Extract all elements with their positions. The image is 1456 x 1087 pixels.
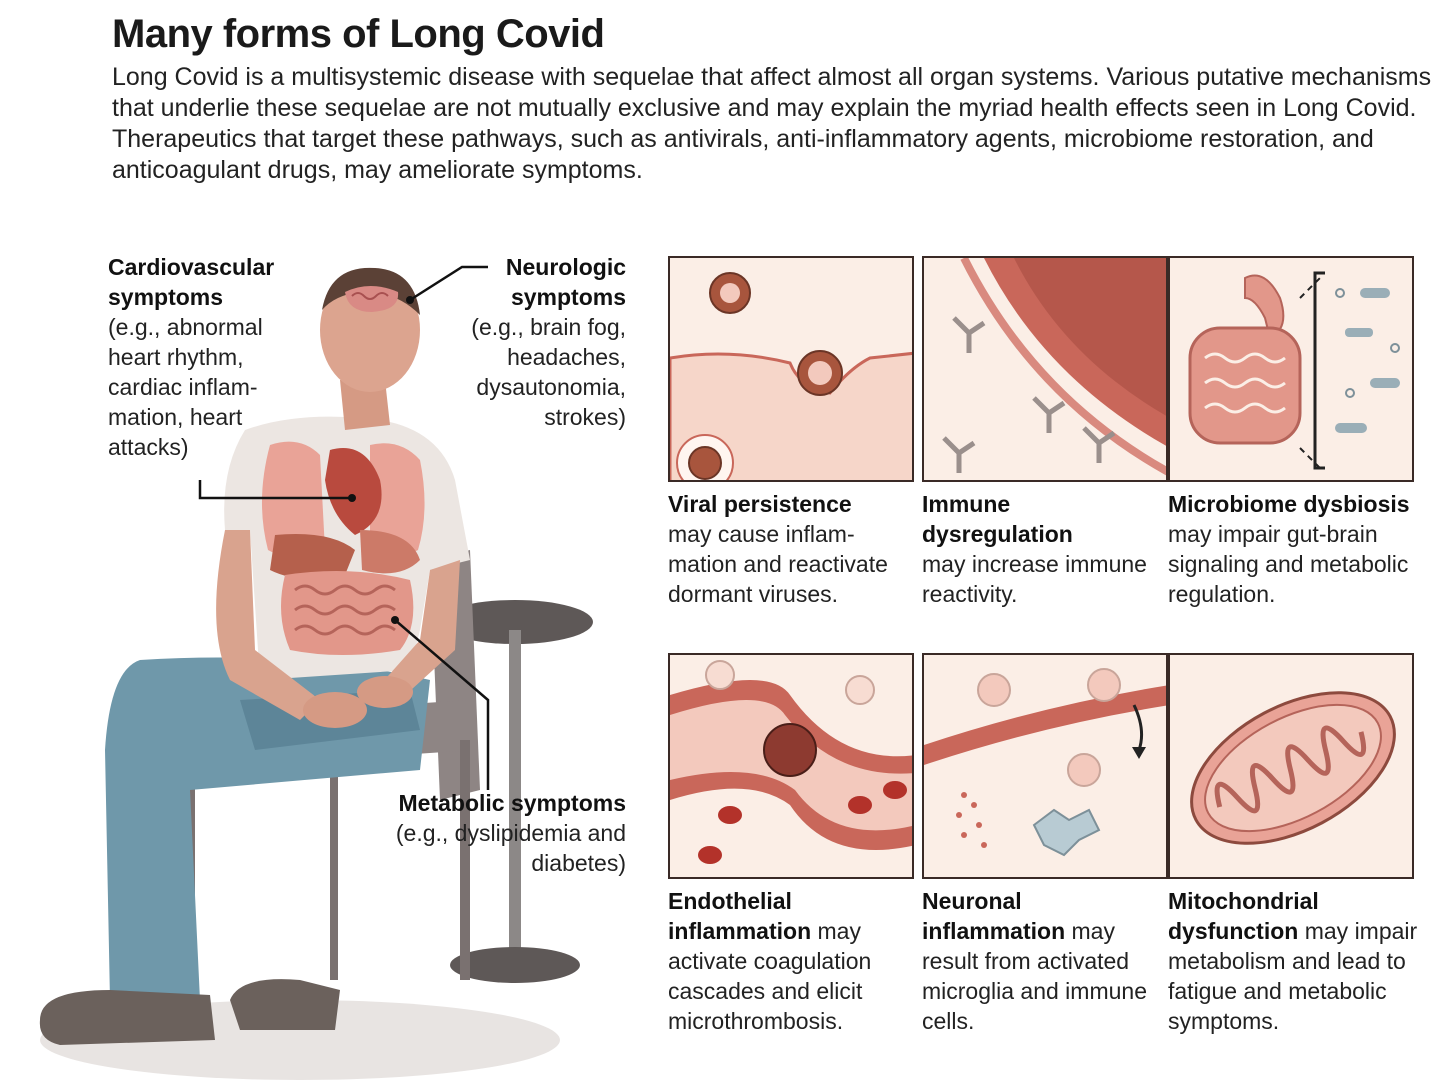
metabolic-label: Metabolic symptoms (e.g., dyslipidemia a… (366, 788, 626, 878)
immune-cell (1087, 668, 1121, 702)
mechanism-text: may impair metabolism and lead to fatigu… (1168, 918, 1418, 1034)
neck (340, 380, 390, 430)
page-title: Many forms of Long Covid (112, 12, 605, 56)
neurologic-label: Neurologic symptoms (e.g., brain fog, he… (440, 252, 626, 432)
intestines (1188, 326, 1302, 445)
red-blood-cell (698, 846, 722, 864)
red-blood-cell (718, 806, 742, 824)
arrow-icon (1132, 704, 1144, 751)
seated-man-drawing (39, 265, 593, 1080)
panel-endothelial-inflammation (668, 653, 914, 879)
brain-folds (351, 292, 389, 300)
lung-left (261, 441, 325, 558)
lung-right (370, 443, 425, 558)
stomach (360, 530, 420, 574)
jeans (105, 657, 430, 1000)
leader-line-cardiovascular (198, 480, 352, 500)
intestines (281, 571, 414, 655)
intro-paragraph: Long Covid is a multisystemic disease wi… (112, 63, 1432, 184)
human-figure-illustration: Cardiovascular symptoms (e.g., abnormal … (0, 230, 660, 1087)
intestine-folds (294, 584, 396, 636)
table-top (437, 600, 593, 644)
panel-immune-dysregulation (922, 256, 1168, 482)
virus (688, 446, 722, 480)
metabolic-title: Metabolic symptoms (398, 790, 627, 816)
antibody (1082, 426, 1116, 463)
leader-line-neurologic (409, 265, 488, 302)
hand-right (357, 676, 413, 708)
mechanism-text: may activate coagulation cascades and el… (668, 918, 872, 1034)
liver (270, 534, 355, 579)
panel-microbiome-dysbiosis (1168, 256, 1414, 482)
immune-cell (977, 673, 1011, 707)
arm-right (380, 560, 460, 700)
caption-viral-persistence: Viral persistence may cause inflam-matio… (668, 489, 918, 609)
red-blood-cell (848, 796, 872, 814)
arm-left (216, 530, 320, 720)
immune-dysregulation-illustration (942, 258, 1166, 476)
hand-left (303, 692, 367, 728)
table-base (450, 947, 580, 983)
leader-line-metabolic (394, 619, 490, 790)
neurologic-detail: (e.g., brain fog, headaches, dysautonomi… (471, 314, 626, 430)
bacterium (1370, 378, 1400, 388)
panel-viral-persistence (668, 256, 914, 482)
bacterium (1335, 423, 1367, 433)
antibody (1032, 396, 1066, 433)
shoe-right (230, 979, 340, 1030)
activated-microglia (1032, 808, 1101, 857)
mitochondrion (1190, 691, 1396, 845)
panel-mitochondrial-dysfunction (1168, 653, 1414, 879)
mechanism-title: Immune dysregulation (922, 491, 1073, 547)
mechanism-text: may impair gut-brain signaling and metab… (1168, 521, 1409, 607)
mechanism-text: may cause inflam-mation and reactivate d… (668, 521, 888, 607)
mechanism-title: Endothelial inflammation (668, 888, 812, 944)
table-stem (509, 630, 521, 960)
neurologic-title: Neurologic symptoms (505, 254, 626, 310)
mechanism-title: Viral persistence (668, 491, 852, 517)
cardiovascular-detail: (e.g., abnormal heart rhythm, cardiac in… (108, 314, 263, 460)
bacterium (1345, 328, 1373, 337)
immune-cell (705, 660, 735, 690)
mechanism-text: may result from activated microglia and … (922, 918, 1147, 1034)
metabolic-detail: (e.g., dyslipidemia and diabetes) (395, 820, 626, 876)
mechanism-text: may increase immune reactivity. (922, 551, 1147, 607)
neuronal-inflammation-illustration (924, 668, 1166, 857)
heart (325, 448, 382, 535)
caption-immune-dysregulation: Immune dysregulation may increase immune… (922, 489, 1162, 609)
caption-microbiome-dysbiosis: Microbiome dysbiosis may impair gut-brai… (1168, 489, 1438, 609)
mechanism-title: Microbiome dysbiosis (1168, 491, 1410, 517)
antibody (942, 436, 976, 473)
cardiovascular-title: Cardiovascular symptoms (108, 254, 275, 310)
shoe-left (39, 990, 216, 1045)
viral-persistence-illustration (670, 272, 912, 480)
caption-neuronal-inflammation: Neuronal inflammation may result from ac… (922, 886, 1162, 1036)
bacterium (1360, 288, 1390, 298)
caption-endothelial-inflammation: Endothelial inflammation may activate co… (668, 886, 918, 1036)
panel-neuronal-inflammation (922, 653, 1168, 879)
chair-leg (330, 750, 338, 980)
caption-mitochondrial-dysfunction: Mitochondrial dysfunction may impair met… (1168, 886, 1438, 1036)
red-blood-cell (883, 781, 907, 799)
stomach (1244, 274, 1285, 340)
immune-cell (1067, 753, 1101, 787)
microthrombus (763, 723, 817, 777)
mechanism-title: Mitochondrial dysfunction (1168, 888, 1319, 944)
chair-leg (460, 740, 470, 980)
microbiome-dysbiosis-illustration (1188, 271, 1400, 470)
endothelial-inflammation-illustration (670, 660, 912, 864)
cardiovascular-label: Cardiovascular symptoms (e.g., abnormal … (108, 252, 308, 462)
vessel-wall (924, 685, 1166, 765)
immune-cell (845, 675, 875, 705)
mechanism-title: Neuronal inflammation (922, 888, 1066, 944)
antibody (952, 316, 986, 353)
mitochondrial-dysfunction-illustration (1190, 691, 1396, 845)
